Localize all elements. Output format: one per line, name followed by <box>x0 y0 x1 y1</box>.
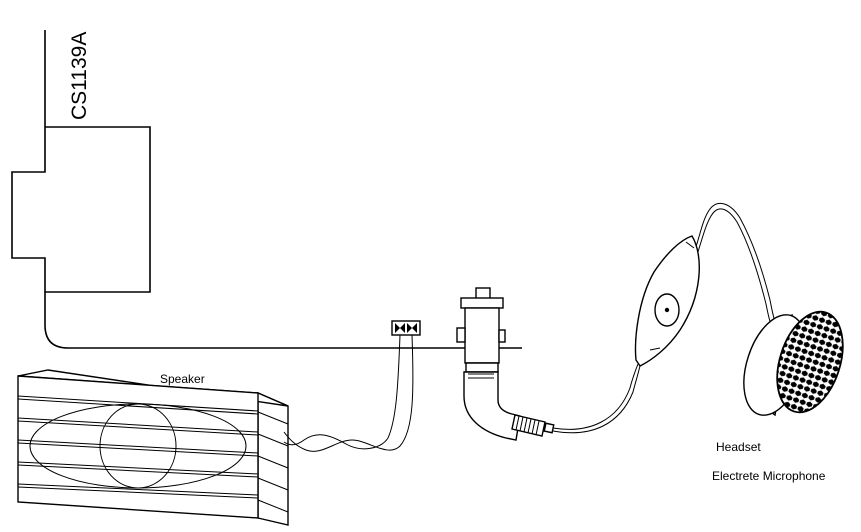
headset-label: Headset <box>716 440 761 454</box>
speaker-label: Speaker <box>160 372 205 386</box>
cs1139a-board <box>11 30 522 349</box>
headset-connector <box>456 287 521 441</box>
inline-control-pod <box>634 235 700 367</box>
terminal-block <box>391 320 421 336</box>
board-label: CS1139A <box>68 32 91 120</box>
headset-cable <box>552 203 779 434</box>
speaker <box>17 369 289 526</box>
cable-strain-relief <box>511 414 555 437</box>
electret-microphone <box>743 310 844 417</box>
microphone-label: Electrete Microphone <box>712 469 826 483</box>
speaker-grille <box>18 395 258 499</box>
speaker-wires <box>283 334 414 452</box>
